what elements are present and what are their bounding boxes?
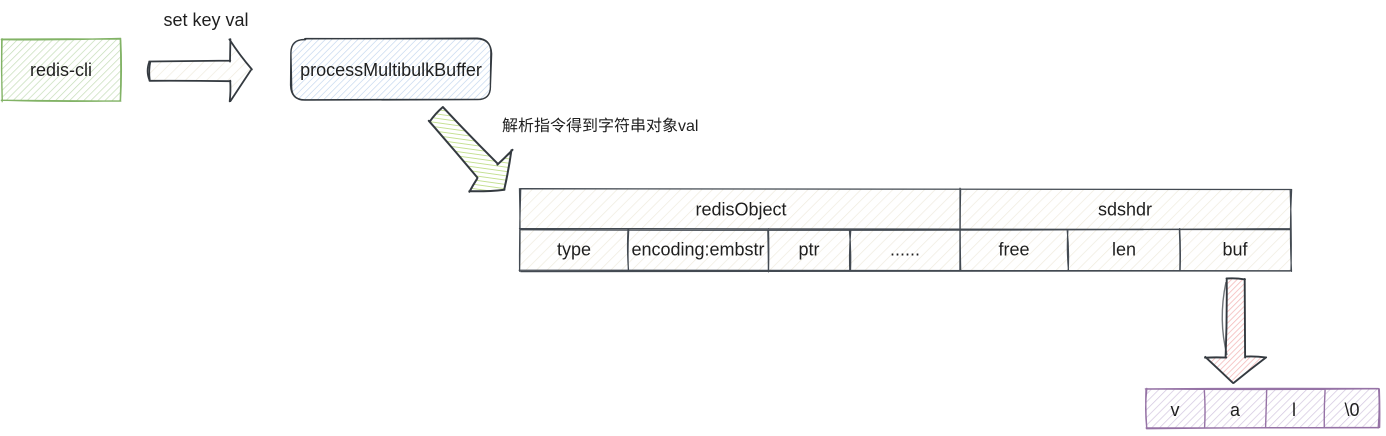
svg-text:processMultibulkBuffer: processMultibulkBuffer	[300, 60, 482, 80]
svg-text:buf: buf	[1222, 240, 1248, 260]
svg-text:val: val	[678, 118, 698, 135]
svg-text:encoding:embstr: encoding:embstr	[631, 240, 764, 260]
svg-text:a: a	[1230, 400, 1241, 420]
svg-text:\0: \0	[1344, 400, 1359, 420]
svg-text:set key val: set key val	[163, 10, 248, 30]
svg-text:......: ......	[890, 240, 920, 260]
svg-text:free: free	[998, 240, 1029, 260]
svg-text:sdshdr: sdshdr	[1098, 200, 1152, 220]
svg-text:redisObject: redisObject	[695, 200, 786, 220]
svg-text:len: len	[1112, 240, 1136, 260]
svg-text:ptr: ptr	[798, 240, 819, 260]
svg-text:v: v	[1171, 400, 1180, 420]
svg-text:redis-cli: redis-cli	[30, 60, 92, 80]
svg-text:l: l	[1292, 400, 1296, 420]
svg-text:type: type	[557, 240, 591, 260]
